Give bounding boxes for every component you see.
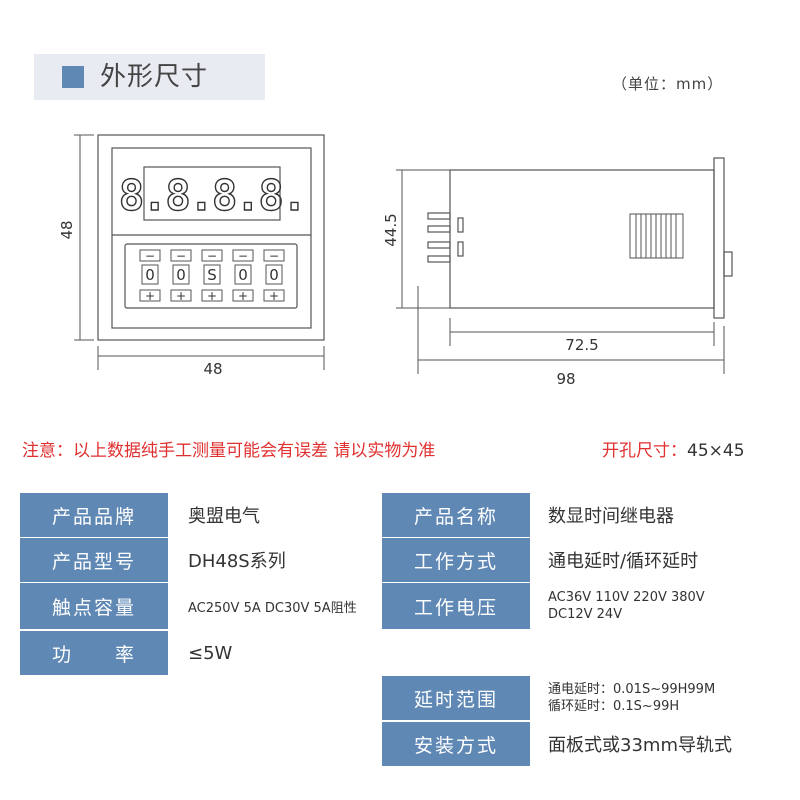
spec-label-range: 延时范围 (382, 676, 530, 720)
spec-label-voltage: 工作电压 (382, 583, 530, 629)
digit-key-label-1: 0 (145, 266, 155, 284)
front-width-label: 48 (203, 360, 222, 378)
digit-key-label-3: S (207, 266, 217, 284)
minus-key-label-4: − (238, 249, 248, 263)
digit-key-3 (203, 264, 221, 285)
display-window (143, 166, 281, 221)
plus-key-row: + + + + + (139, 289, 285, 303)
spec-value-brand: 奥盟电气 (188, 506, 260, 527)
plus-key-4 (232, 289, 254, 302)
front-height-label: 48 (58, 220, 76, 239)
title-marker (62, 66, 84, 88)
spec-value-mount: 面板式或33mm导轨式 (548, 735, 732, 756)
spec-label-contact: 触点容量 (20, 583, 168, 629)
cutout-label: 开孔尺寸： (602, 441, 687, 461)
plus-key-5 (263, 289, 285, 302)
total-length-label: 98 (556, 370, 575, 388)
plus-key-label-5: + (269, 289, 279, 303)
minus-key-label-1: − (145, 249, 155, 263)
cutout-size: 开孔尺寸：45×45 (602, 436, 745, 461)
voltage-dc: DC12V 24V (548, 607, 623, 622)
measurement-note: 注意：以上数据纯手工测量可能会有误差 请以实物为准 (22, 441, 436, 461)
spec-value-power: ≤5W (188, 642, 233, 664)
cutout-value: 45×45 (687, 441, 745, 461)
voltage-ac: AC36V 110V 220V 380V (548, 590, 705, 605)
body-length-label: 72.5 (565, 336, 598, 354)
minus-key-label-2: − (176, 249, 186, 263)
plus-key-label-4: + (238, 289, 248, 303)
digit-key-4 (234, 264, 252, 285)
front-panel (111, 147, 312, 329)
plus-key-label-3: + (207, 289, 217, 303)
side-body (449, 169, 715, 309)
spec-label-name: 产品名称 (382, 493, 530, 537)
page-title: 外形尺寸 (100, 62, 209, 92)
spec-value-voltage: AC36V 110V 220V 380V DC12V 24V (548, 583, 705, 629)
plus-key-2 (170, 289, 192, 302)
digit-key-1 (141, 264, 159, 285)
digit-key-label-2: 0 (176, 266, 186, 284)
spec-value-model: DH48S系列 (188, 551, 286, 572)
minus-key-3 (201, 249, 223, 262)
minus-key-label-3: − (207, 249, 217, 263)
digit-key-label-5: 0 (269, 266, 279, 284)
spec-label-power: 功 率 (20, 631, 168, 675)
digit-key-row: 0 0 S 0 0 (141, 264, 283, 285)
minus-key-2 (170, 249, 192, 262)
spec-label-model: 产品型号 (20, 538, 168, 582)
digit-key-2 (172, 264, 190, 285)
range-on-delay: 通电延时：0.01S~99H99M (548, 682, 716, 697)
minus-key-1 (139, 249, 161, 262)
digit-key-label-4: 0 (238, 266, 248, 284)
front-bezel (97, 134, 325, 341)
key-area (124, 243, 298, 309)
minus-key-row: −−−−− (139, 249, 285, 263)
minus-key-5 (263, 249, 285, 262)
spec-value-name: 数显时间继电器 (548, 506, 674, 527)
range-cycle-delay: 循环延时：0.1S~99H (548, 699, 680, 714)
spec-value-mode: 通电延时/循环延时 (548, 551, 699, 572)
minus-key-4 (232, 249, 254, 262)
plus-key-label-2: + (176, 289, 186, 303)
unit-label: （单位：mm） (612, 75, 724, 93)
side-height-label: 44.5 (382, 213, 400, 246)
display-digits: 8.8.8.8. (119, 171, 305, 220)
spec-label-brand: 产品品牌 (20, 493, 168, 537)
spec-value-range: 通电延时：0.01S~99H99M 循环延时：0.1S~99H (548, 676, 715, 720)
plus-key-label-1: + (145, 289, 155, 303)
digit-key-5 (265, 264, 283, 285)
vent-grille (629, 213, 684, 259)
spec-value-contact: AC250V 5A DC30V 5A阻性 (188, 600, 357, 616)
dimension-drawing: 8.8.8.8. − − − − − 0 0 S 0 0 + + + + + 48 48 (58, 134, 733, 388)
plus-key-1 (139, 289, 161, 302)
side-bezel (713, 157, 725, 319)
spec-label-mode: 工作方式 (382, 538, 530, 582)
spec-label-mount: 安装方式 (382, 722, 530, 766)
plus-key-3 (201, 289, 223, 302)
minus-key-label-5: − (269, 249, 279, 263)
